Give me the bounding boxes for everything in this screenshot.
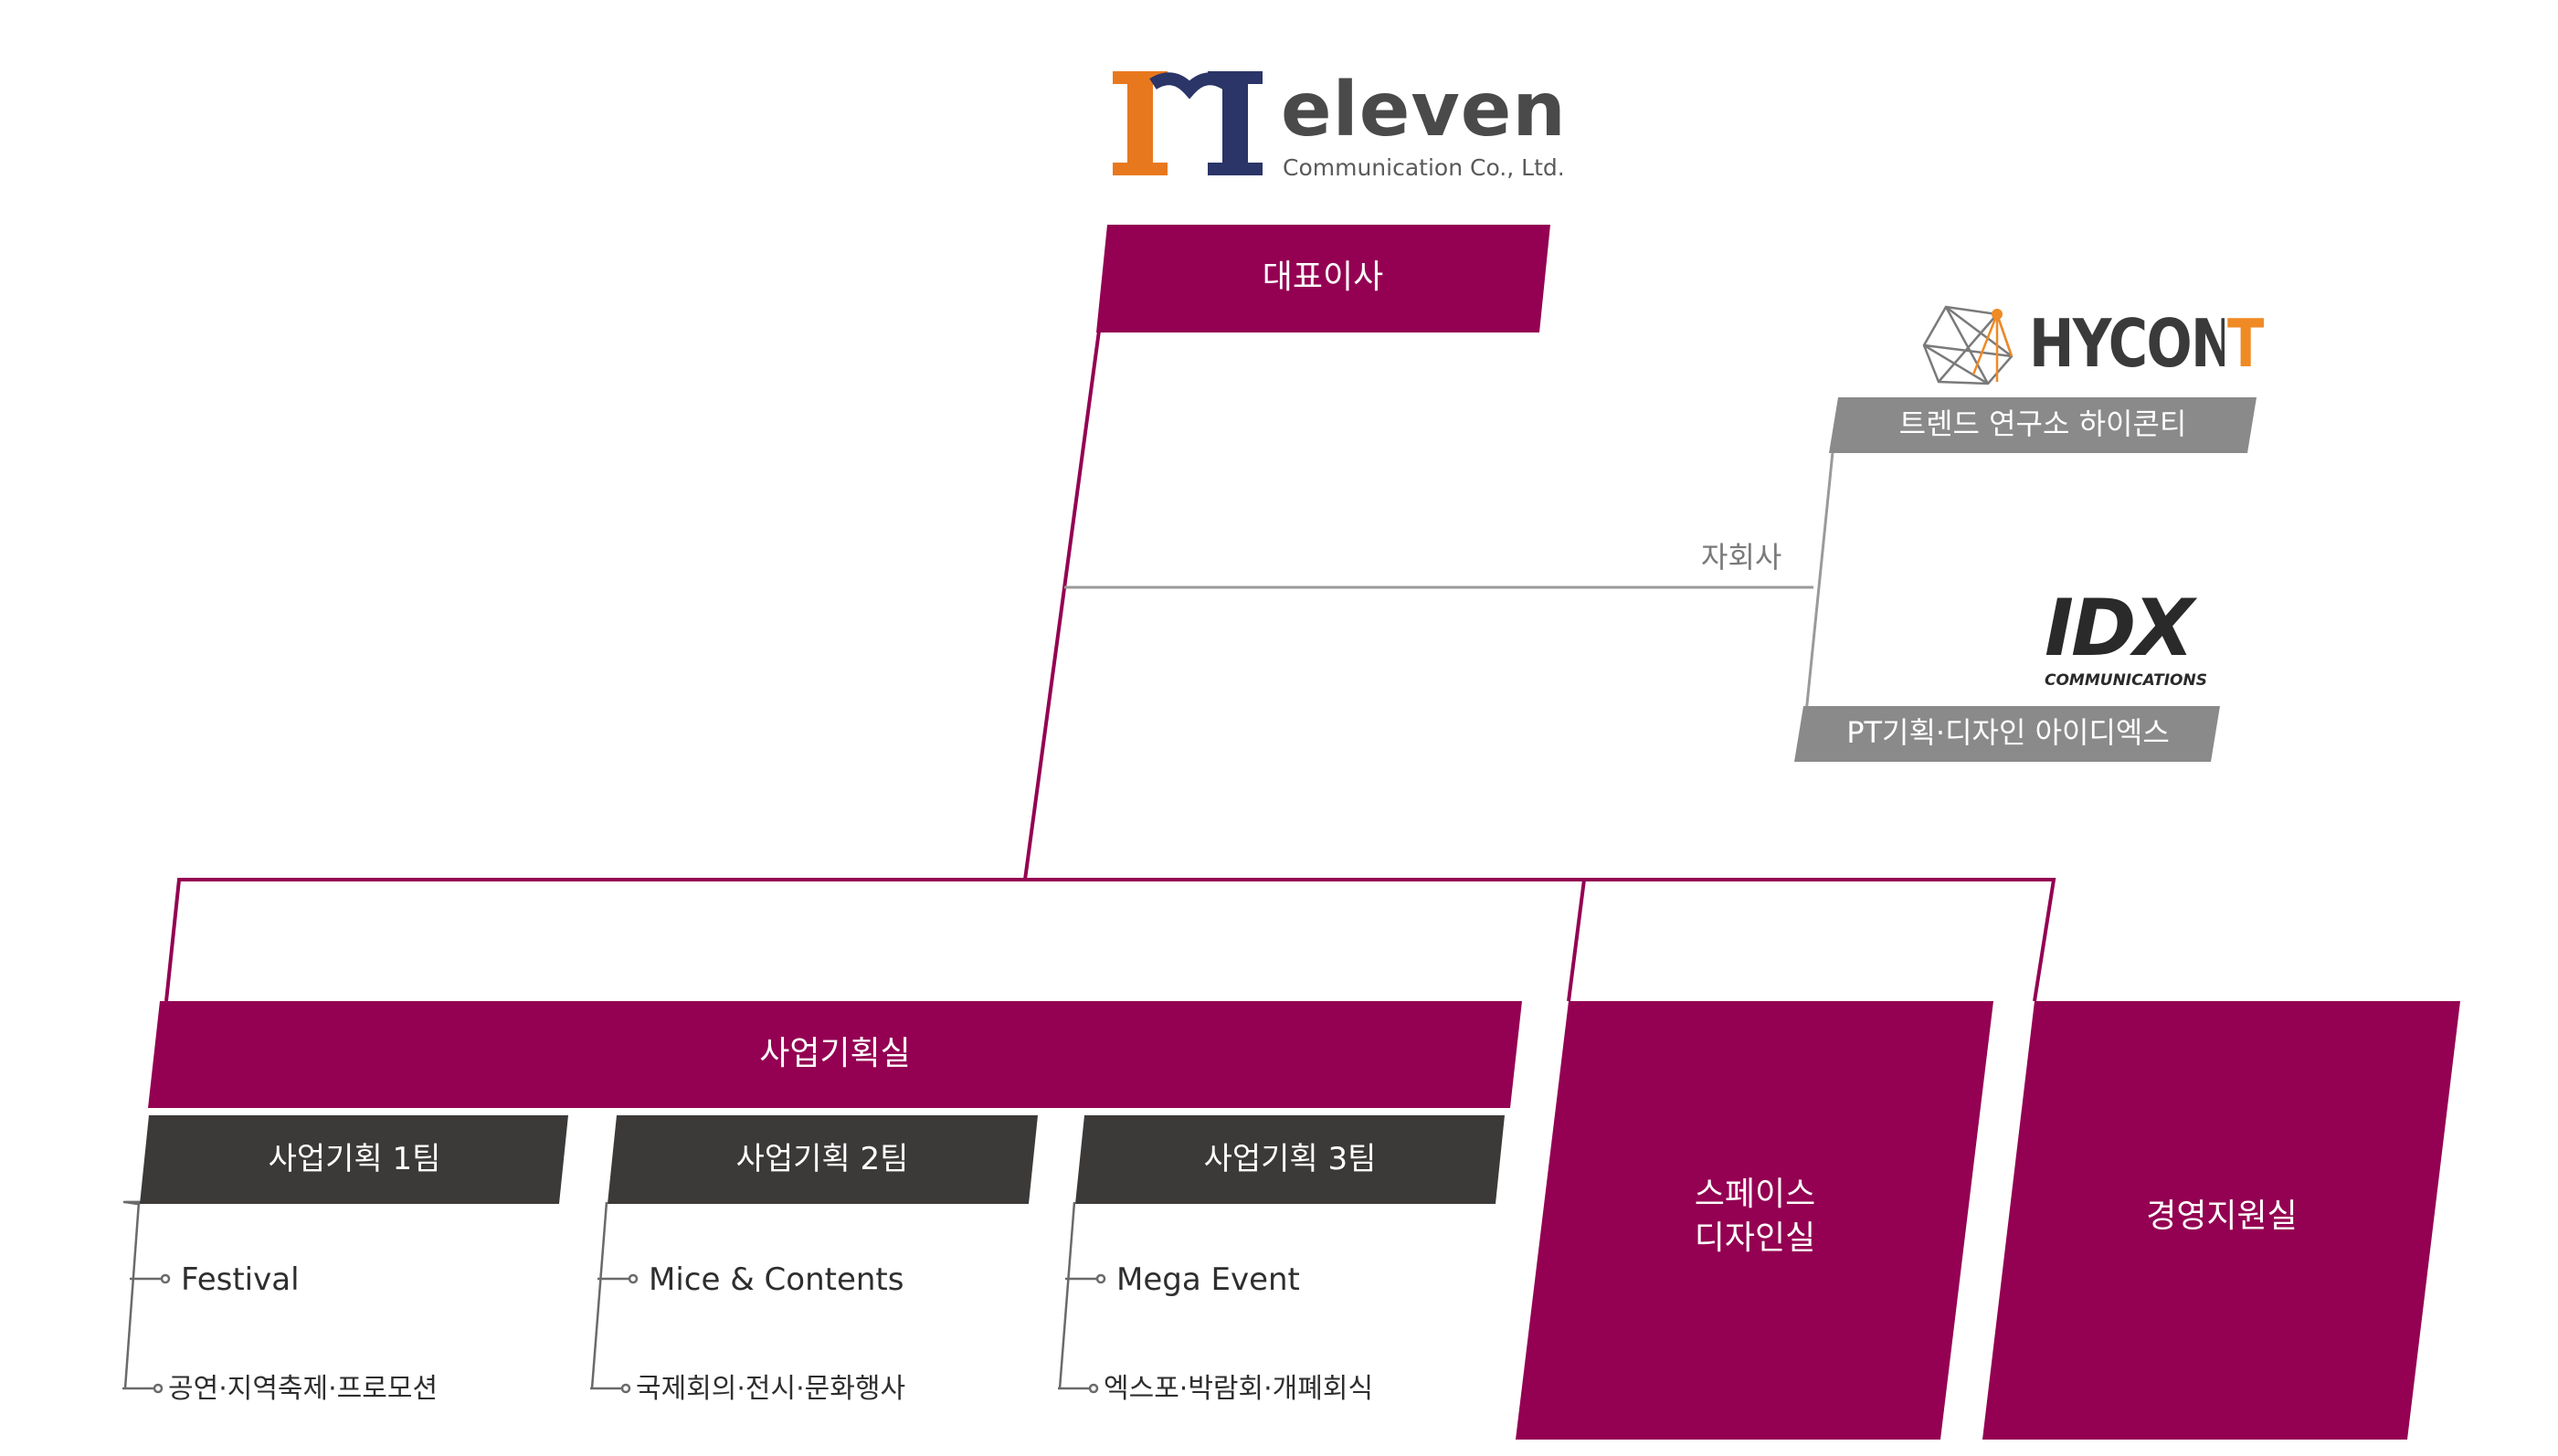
team2-box — [608, 1115, 1038, 1204]
eleven-logo-mark — [1113, 71, 1263, 175]
team2-item-2: 국제회의·전시·문화행사 — [636, 1373, 906, 1405]
team2-vertical — [590, 1201, 608, 1389]
team2-item1-bullet — [628, 1273, 639, 1284]
idx-logo-subtitle: COMMUNICATIONS — [2045, 671, 2207, 690]
ceo-trunk-line — [1023, 330, 1101, 881]
divisions-bus-line — [164, 878, 2056, 1002]
hycon-logo-t-letter: T — [2227, 305, 2265, 382]
eleven-logo-subtitle: Communication Co., Ltd. — [1283, 154, 1565, 181]
space-design-box — [1516, 1001, 1993, 1440]
team2-item-1: Mice & Contents — [649, 1261, 904, 1298]
team1-box — [140, 1115, 568, 1204]
team3-item-2: 엑스포·박람회·개폐회식 — [1104, 1373, 1374, 1405]
ceo-box — [1096, 225, 1550, 332]
idx-desc: PT기획·디자인 아이디엑스 — [1846, 715, 2170, 750]
hycon-desc-box — [1829, 397, 2257, 453]
space-design-label-line1: 스페이스 — [1694, 1176, 1816, 1213]
team1-item1-bullet — [160, 1273, 171, 1284]
team3-vertical — [1058, 1201, 1076, 1389]
eleven-logo-name: eleven — [1281, 67, 1567, 153]
ceo-label: 대표이사 — [1262, 258, 1384, 296]
hycon-desc: 트렌드 연구소 하이콘티 — [1898, 406, 2187, 441]
team3-item-1: Mega Event — [1116, 1261, 1300, 1298]
team3-box — [1075, 1115, 1505, 1204]
space-design-branch-line — [1567, 879, 1586, 1002]
polygon-network-icon — [1922, 305, 2014, 385]
management-label: 경영지원실 — [2146, 1198, 2298, 1235]
idx-desc-box — [1794, 706, 2220, 762]
team1-label: 사업기획 1팀 — [268, 1141, 441, 1177]
team3-item2-bullet — [1088, 1383, 1099, 1394]
team3-item1-bullet — [1095, 1273, 1106, 1284]
subsidiary-label: 자회사 — [1701, 540, 1782, 575]
team1-item-2: 공연·지역축제·프로모션 — [168, 1373, 439, 1405]
team2-label: 사업기획 2팀 — [735, 1141, 909, 1177]
team3-label: 사업기획 3팀 — [1203, 1141, 1377, 1177]
management-box — [1982, 1001, 2460, 1440]
team1-item-1: Festival — [181, 1261, 300, 1298]
hycon-logo: HYCON — [2029, 305, 2236, 382]
planning-office-box — [148, 1001, 1522, 1108]
hycon-logo-accent — [2225, 311, 2257, 379]
team2-item2-bullet — [620, 1383, 631, 1394]
team1-vertical — [123, 1201, 141, 1389]
space-design-label-line2: 디자인실 — [1694, 1219, 1816, 1257]
idx-logo: IDX — [2045, 583, 2194, 674]
team1-item2-bullet — [153, 1383, 164, 1394]
planning-office-label: 사업기획실 — [759, 1035, 911, 1072]
